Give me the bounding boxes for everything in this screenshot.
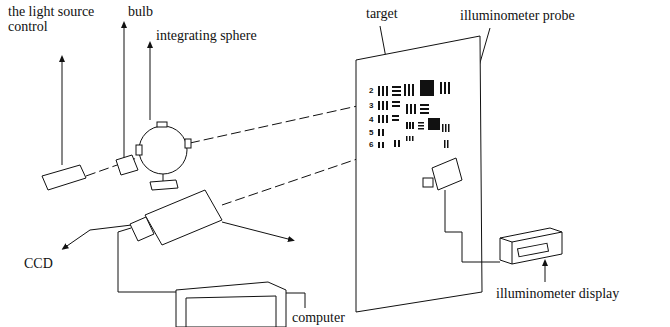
group-number: 6 [369,141,373,149]
group-number: 2 [369,87,373,95]
part-label: the light source control [8,4,116,34]
part-label: integrating sphere [156,28,257,43]
part-label: computer [292,310,345,325]
part-label: illuminometer display [496,286,619,301]
group-number: 4 [369,116,373,124]
part-label: target [366,6,398,21]
part-label: bulb [128,4,153,19]
group-number: 3 [369,102,373,110]
part-label: CCD [24,256,53,271]
part-label: illuminometer probe [460,8,575,23]
group-number: 5 [369,129,373,137]
